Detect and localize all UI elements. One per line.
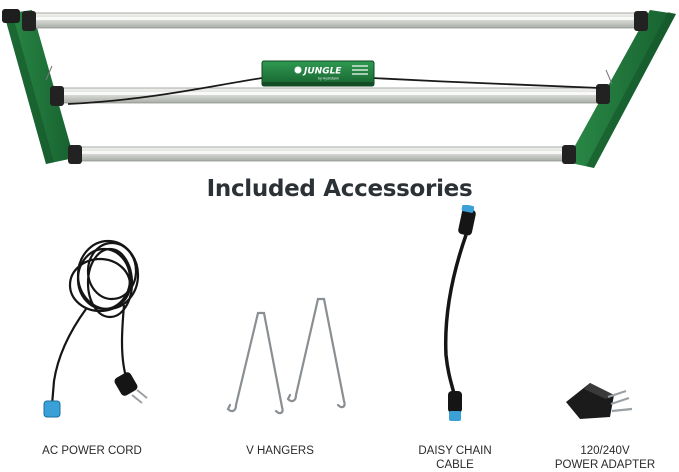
right-frame-rail xyxy=(566,10,676,168)
power-adapter-icon xyxy=(566,383,633,419)
led-bar-top xyxy=(22,11,648,31)
driver-cable-left xyxy=(67,77,263,105)
led-bar-middle xyxy=(50,84,610,106)
caption-daisy-chain-cable: DAISY CHAIN CABLE xyxy=(418,445,492,471)
led-driver: JUNGLE by Hydrofarm xyxy=(261,60,375,87)
daisy-chain-cable-icon xyxy=(443,205,476,421)
caption-ac-power-cord: AC POWER CORD xyxy=(42,445,142,457)
caption-v-hangers: V HANGERS xyxy=(246,445,314,457)
led-bar-bottom xyxy=(68,145,576,164)
caption-power-adapter: 120/240V POWER ADAPTER xyxy=(554,445,656,471)
power-cord-icon xyxy=(43,239,148,418)
hanger-wire-right xyxy=(605,69,613,85)
left-frame-rail xyxy=(2,9,74,164)
accessories-row xyxy=(43,205,633,421)
hanger-wire-left xyxy=(45,65,53,81)
driver-cable-right xyxy=(371,77,601,89)
driver-sub-label: by Hydrofarm xyxy=(318,77,339,81)
section-heading: Included Accessories xyxy=(206,176,473,202)
v-hanger-icon xyxy=(226,297,346,415)
grow-light-fixture: JUNGLE by Hydrofarm xyxy=(2,9,676,168)
driver-brand-label: JUNGLE xyxy=(302,67,342,77)
